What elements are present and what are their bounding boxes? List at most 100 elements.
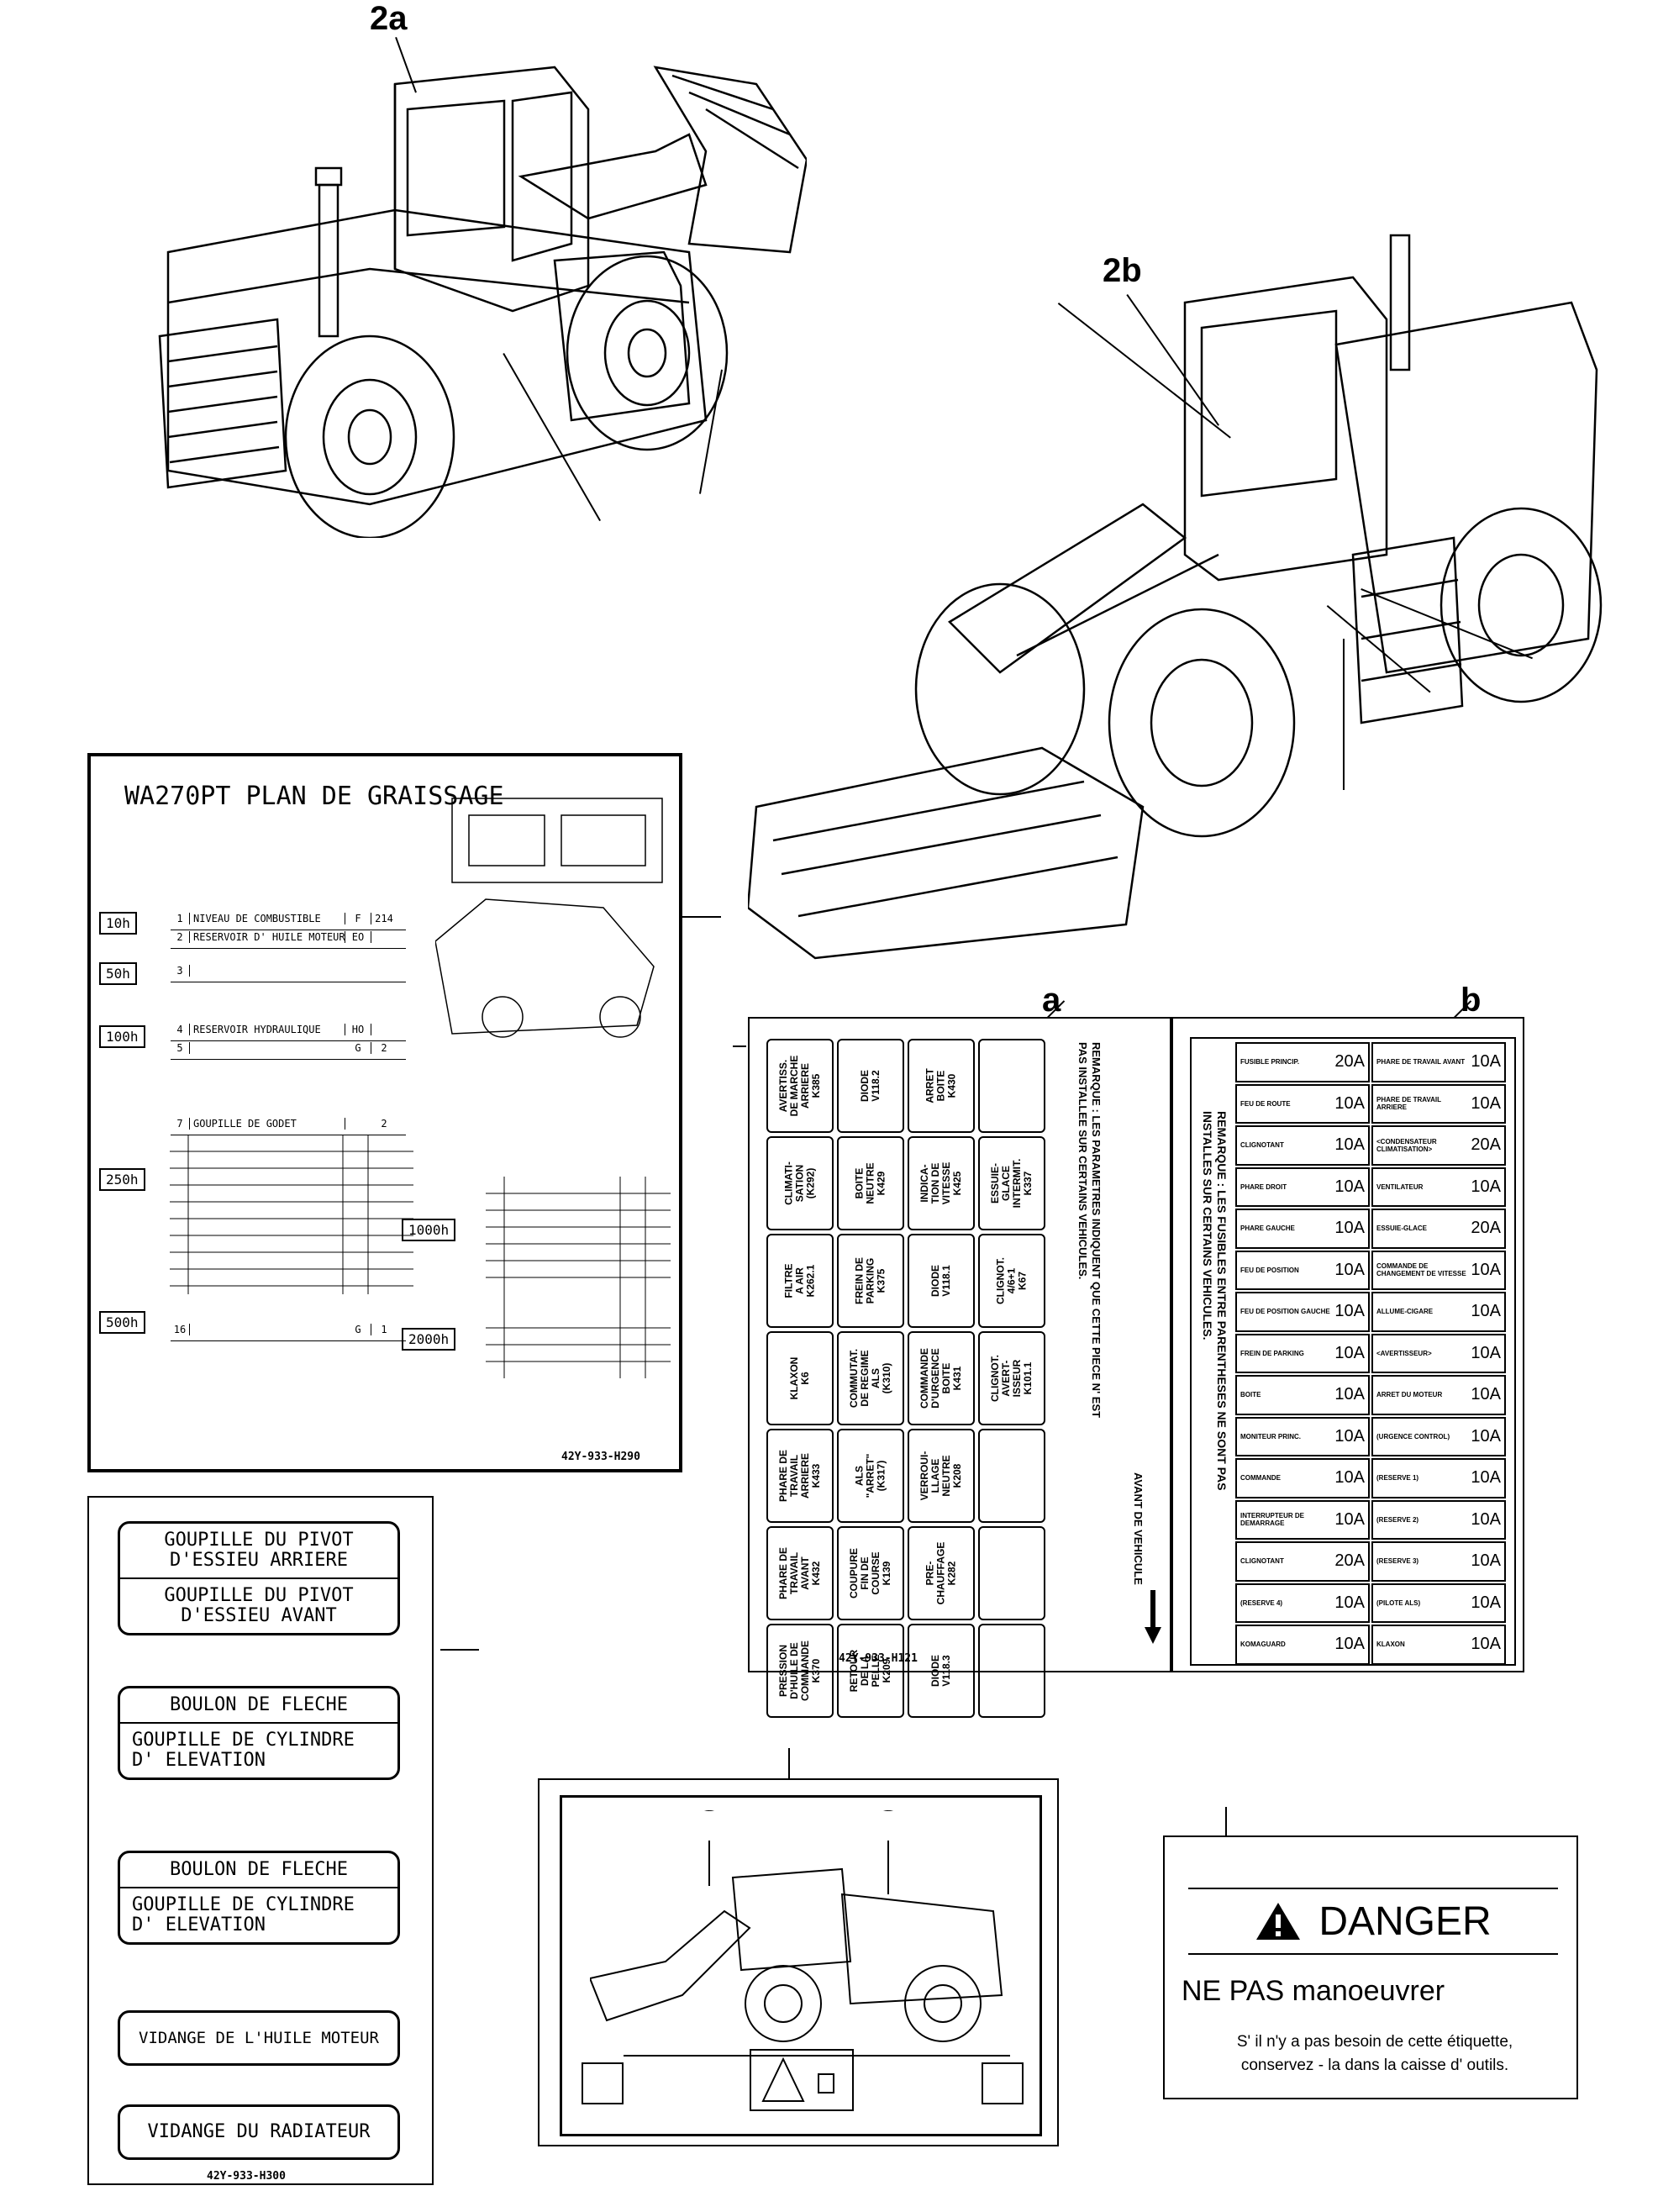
boom-bolt-label-2: BOULON DE FLECHE GOUPILLE DE CYLINDRE D'… [118, 1851, 400, 1945]
fuse-cell: ALS "ARRET" (K317) [837, 1429, 904, 1523]
lubrication-row: 3 [171, 965, 406, 982]
fuse-cell: CLIMATI- SATION (K292) [766, 1136, 834, 1230]
warning-triangle-icon [761, 2057, 834, 2102]
fuse-b-cell: (PILOTE ALS)10A [1371, 1583, 1506, 1623]
fuse-label-a: AVERTISS. DE MARCHE ARRIERE K385 DIODE V… [748, 1017, 1171, 1718]
fuse-b-name: (RESERVE 1) [1376, 1474, 1419, 1483]
rear-axle-pivot-text: GOUPILLE DU PIVOT D'ESSIEU ARRIERE [120, 1524, 397, 1579]
fuse-b-cell: (RESERVE 1) 10A [1371, 1458, 1506, 1498]
fuse-b-name: FEU DE ROUTE [1240, 1099, 1291, 1108]
leader-line [1225, 1807, 1227, 1835]
fuse-b-amp: 10A [1471, 1302, 1501, 1321]
fuse-b-name: FEU DE POSITION [1240, 1266, 1299, 1274]
lifting-label-frame [560, 1795, 1042, 2136]
fuse-b-amp: 10A [1471, 1468, 1501, 1488]
fuse-b-amp: 10A [1334, 1260, 1365, 1279]
fuse-b-amp: 10A [1471, 1052, 1501, 1072]
fuse-b-name: PHARE DE TRAVAIL AVANT [1376, 1058, 1466, 1066]
interval-tag-50h: 50h [99, 962, 137, 985]
interval-tag-10h: 10h [99, 912, 137, 935]
danger-note: S' il n'y a pas besoin de cette étiquett… [1236, 2033, 1513, 2074]
fuse-cell: FREIN DE PARKING K375 [837, 1234, 904, 1328]
fuse-cell: COMMUTAT. DE REGIME ALS (K310) [837, 1331, 904, 1425]
fuse-cell: DIODE V118.3 [908, 1624, 975, 1718]
fuse-cell: CLIGNOT. AVERT- ISSEUR K101.1 [978, 1331, 1045, 1425]
fuse-b-cell: (URGENCE CONTROL)10A [1371, 1416, 1506, 1456]
fuse-label-b: REMARQUE : LES FUSIBLES ENTRE PARENTHESE… [1171, 1017, 1524, 1672]
leader-line [440, 1649, 479, 1651]
danger-subheading: NE PAS manoeuvrer [1182, 1975, 1445, 2007]
fuse-b-name: <AVERTISSEUR> [1376, 1349, 1432, 1357]
fuse-b-name: PHARE DROIT [1240, 1182, 1287, 1191]
fuse-cell: PHARE DE TRAVAIL AVANT K432 [766, 1526, 834, 1620]
fuse-cell [978, 1039, 1045, 1133]
interval-tag-500h: 500h [99, 1311, 145, 1334]
fuse-cell [978, 1624, 1045, 1718]
leader-line [1343, 639, 1345, 790]
fuse-b-name: CLIGNOTANT [1240, 1141, 1284, 1150]
lubrication-chart-title: WA270PT PLAN DE GRAISSAGE [124, 782, 504, 811]
boom-bolt-label: BOULON DE FLECHE GOUPILLE DE CYLINDRE D'… [118, 1686, 400, 1780]
fuse-b-name: FREIN DE PARKING [1240, 1349, 1304, 1357]
fuse-b-amp: 10A [1334, 1302, 1365, 1321]
boom-bolt-text: BOULON DE FLECHE [120, 1688, 397, 1724]
callout-2b: 2b [1103, 252, 1142, 289]
fuse-cell [978, 1526, 1045, 1620]
fuse-cell: ESSUIE- GLACE INTERMIT. K337 [978, 1136, 1045, 1230]
fuse-b-amp: 10A [1471, 1551, 1501, 1571]
down-arrow-icon [1145, 1590, 1161, 1644]
fuse-b-amp: 10A [1471, 1509, 1501, 1529]
lifting-points-diagram [590, 1810, 1010, 2057]
fuse-b-amp: 10A [1471, 1343, 1501, 1362]
axle-pivot-label: GOUPILLE DU PIVOT D'ESSIEU ARRIERE GOUPI… [118, 1521, 400, 1635]
fuse-b-amp: 10A [1334, 1177, 1365, 1196]
loader-rear-illustration [158, 66, 807, 538]
fuse-cell: AVERTISS. DE MARCHE ARRIERE K385 [766, 1039, 834, 1133]
fuse-b-name: PHARE GAUCHE [1240, 1224, 1295, 1233]
fuse-b-cell: (RESERVE 3)10A [1371, 1541, 1506, 1582]
fuse-b-amp: 10A [1471, 1093, 1501, 1113]
fuse-b-cell: FEU DE ROUTE 10A [1235, 1083, 1370, 1124]
callout-b: b [1461, 982, 1482, 1019]
lubrication-points-diagram [435, 798, 663, 1038]
fuse-cell: PRE- CHAUFFAGE K282 [908, 1526, 975, 1620]
interval-tag-250h: 250h [99, 1168, 145, 1191]
fuse-a-front-note: AVANT DE VEHICULE [1132, 1472, 1145, 1585]
fuse-b-name: FUSIBLE PRINCIP. [1240, 1058, 1300, 1066]
fuse-cell: COMMANDE D'URGENCE BOITE K431 [908, 1331, 975, 1425]
fuse-a-part-number: 42Y-933-H121 [839, 1652, 918, 1665]
fuse-cell: INDICA- TION DE VITESSE K425 [908, 1136, 975, 1230]
fuse-cell [978, 1429, 1045, 1523]
leader-line [733, 1045, 746, 1047]
fuse-b-amp: 10A [1471, 1593, 1501, 1612]
fuse-b-name: COMMANDE DE CHANGEMENT DE VITESSE [1376, 1262, 1466, 1278]
fuse-b-cell: (RESERVE 4)10A [1235, 1583, 1370, 1623]
fuse-b-name: KLAXON [1376, 1641, 1405, 1649]
fuse-b-cell: PHARE DE TRAVAIL AVANT 10A [1371, 1042, 1506, 1082]
fuse-cell: DIODE V118.2 [837, 1039, 904, 1133]
fuse-b-name: INTERRUPTEUR DE DEMARRAGE [1240, 1512, 1305, 1528]
fuse-b-name: COMMANDE [1240, 1474, 1281, 1483]
fuse-b-amp: 20A [1471, 1135, 1501, 1155]
lifting-label [538, 1778, 1059, 2146]
interval-tag-1000h: 1000h [402, 1219, 456, 1241]
fuse-b-name: CLIGNOTANT [1240, 1557, 1284, 1566]
fuse-cell: VERROUI- LLAGE NEUTRE K208 [908, 1429, 975, 1523]
fuse-b-amp: 10A [1471, 1385, 1501, 1404]
fuse-b-amp: 10A [1334, 1093, 1365, 1113]
fuse-b-cell: PHARE DROIT 10A [1235, 1167, 1370, 1207]
fuse-b-amp: 10A [1334, 1635, 1365, 1654]
pivot-labels-part-number: 42Y-933-H300 [207, 2170, 286, 2183]
fuse-b-name: <CONDENSATEUR CLIMATISATION> [1376, 1137, 1437, 1153]
fuse-b-name: (URGENCE CONTROL) [1376, 1432, 1450, 1440]
